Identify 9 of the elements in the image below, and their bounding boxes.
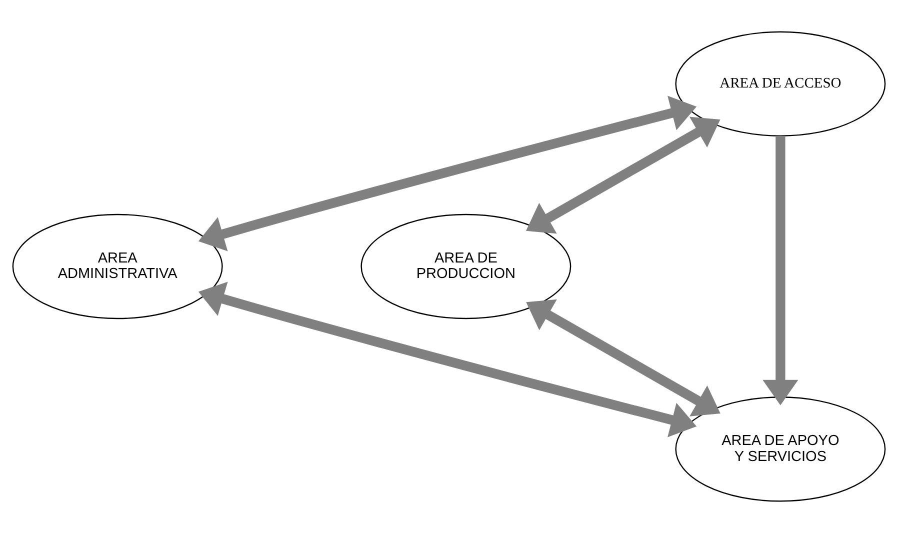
arrow [526, 299, 720, 416]
node-ellipse: AREA ADMINISTRATIVA [12, 214, 223, 320]
arrow [526, 116, 720, 234]
arrow [762, 136, 798, 406]
arrow [198, 282, 697, 438]
node-ellipse: AREA DE PRODUCCION [360, 214, 572, 320]
arrow [198, 96, 697, 252]
node-ellipse: AREA DE APOYO Y SERVICIOS [675, 396, 886, 502]
node-ellipse: AREA DE ACCESO [675, 31, 886, 136]
